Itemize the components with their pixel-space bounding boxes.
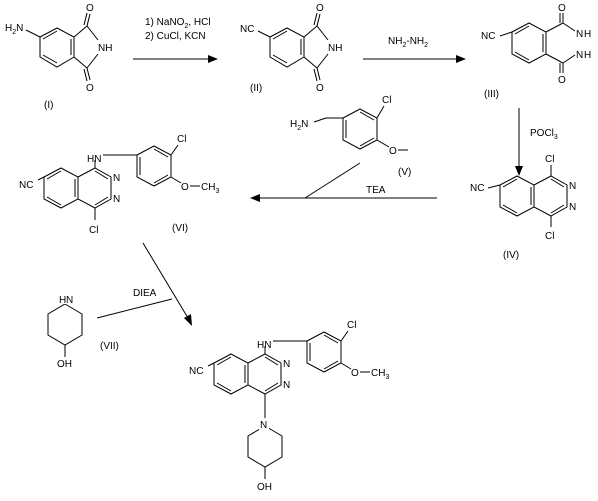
atom-o: O xyxy=(86,83,94,94)
atom-n: N xyxy=(113,173,120,184)
reagent-sub: 3 xyxy=(554,134,558,141)
svg-text:H2N: H2N xyxy=(290,119,308,132)
atom-cl: Cl xyxy=(545,154,554,165)
label-compound-iv: (IV) xyxy=(503,250,519,261)
label-compound-i: (I) xyxy=(44,100,53,111)
compound-iii: O O N H N H NC (III) xyxy=(481,3,591,100)
compound-i: O O NH H2N (I) xyxy=(5,3,112,111)
label-compound-vi: (VI) xyxy=(172,223,188,234)
atom-o: O xyxy=(316,83,324,94)
atom-o: O xyxy=(558,75,566,86)
label-compound-v: (V) xyxy=(398,167,411,178)
svg-text:O: O xyxy=(181,182,189,193)
label-compound-iii: (III) xyxy=(484,89,499,100)
atom-h: H xyxy=(584,50,591,61)
reagent-text: 1) NaNO xyxy=(145,17,185,28)
atom-n: N xyxy=(283,359,290,370)
atom-oh: OH xyxy=(257,482,272,493)
atom-h: H xyxy=(59,295,66,306)
atom-nh: NH xyxy=(328,43,342,54)
reagent-sub: 2 xyxy=(184,23,188,30)
compound-vii: H N OH (VII) xyxy=(47,294,119,370)
label-compound-vii: (VII) xyxy=(100,341,119,352)
atom-nc: NC xyxy=(240,24,254,35)
atom-nc: NC xyxy=(481,31,495,42)
atom-cl: Cl xyxy=(89,225,98,236)
reagent-text: POCl xyxy=(530,128,554,139)
atom-n: N xyxy=(260,420,267,431)
reagent-text: 2) CuCl, KCN xyxy=(145,31,206,42)
svg-text:CH3: CH3 xyxy=(201,182,219,195)
atom-nh: NH xyxy=(98,43,112,54)
atom-sub: 2 xyxy=(12,29,16,36)
atom-cl: Cl xyxy=(545,231,554,242)
atom-n: N xyxy=(569,181,576,192)
reagent-text: DIEA xyxy=(133,288,157,299)
atom-sub: 3 xyxy=(385,374,389,381)
atom-hn: HN xyxy=(257,340,271,351)
arrow-step-4: TEA xyxy=(250,162,437,202)
atom-ch: CH xyxy=(201,182,215,193)
compound-final: N HN Cl O CH3 N N NC OH xyxy=(189,320,389,493)
atom-sub: 2 xyxy=(297,125,301,132)
svg-text:H2N: H2N xyxy=(5,23,23,36)
atom-o: O xyxy=(389,146,397,157)
atom-nc: NC xyxy=(189,366,203,377)
compound-v: H2N Cl O (V) xyxy=(290,95,411,178)
compound-ii: O O NH NC (II) xyxy=(240,3,342,94)
atom-nc: NC xyxy=(470,183,484,194)
atom-ch: CH xyxy=(371,368,385,379)
svg-text:1) NaNO2, HCl: 1) NaNO2, HCl xyxy=(145,17,211,30)
atom-cl: Cl xyxy=(347,320,356,331)
atom-n: N xyxy=(113,194,120,205)
atom-h: H xyxy=(5,23,12,34)
reagent-text: NH xyxy=(388,36,402,47)
arrow-step-1: 1) NaNO2, HCl 2) CuCl, KCN xyxy=(133,17,218,63)
arrow-step-3: POCl3 xyxy=(515,108,558,176)
atom-n: N xyxy=(283,380,290,391)
atom-nc: NC xyxy=(19,180,33,191)
atom-o: O xyxy=(351,368,359,379)
atom-o: O xyxy=(86,3,94,14)
atom-n: N xyxy=(66,295,73,306)
atom-o: O xyxy=(181,182,189,193)
atom-h: H xyxy=(584,29,591,40)
label-compound-ii: (II) xyxy=(250,83,262,94)
atom-n: N xyxy=(301,119,308,130)
atom-cl: Cl xyxy=(177,134,186,145)
svg-text:POCl3: POCl3 xyxy=(530,128,558,141)
atom-cl: Cl xyxy=(382,95,391,106)
svg-text:NH2-NH2: NH2-NH2 xyxy=(388,36,428,49)
reagent-text: -NH xyxy=(406,36,424,47)
reagent-sub: 2 xyxy=(402,42,406,49)
reagent-text: , HCl xyxy=(188,17,210,28)
atom-h: H xyxy=(290,119,297,130)
atom-hn: HN xyxy=(87,154,101,165)
atom-n: N xyxy=(16,23,23,34)
atom-sub: 3 xyxy=(215,188,219,195)
arrow-step-5: DIEA xyxy=(96,242,192,326)
reagent-text: TEA xyxy=(366,185,386,196)
atom-o: O xyxy=(316,3,324,14)
arrow-step-2: NH2-NH2 xyxy=(363,36,466,63)
reagent-sub: 2 xyxy=(424,42,428,49)
compound-vi: HN Cl O CH3 N N Cl NC (VI) xyxy=(19,134,219,236)
atom-oh: OH xyxy=(57,359,72,370)
atom-o: O xyxy=(558,3,566,14)
atom-n: N xyxy=(576,50,583,61)
compound-iv: Cl Cl N N NC (IV) xyxy=(470,154,576,261)
svg-text:CH3: CH3 xyxy=(371,368,389,381)
atom-n: N xyxy=(576,29,583,40)
atom-n: N xyxy=(569,202,576,213)
